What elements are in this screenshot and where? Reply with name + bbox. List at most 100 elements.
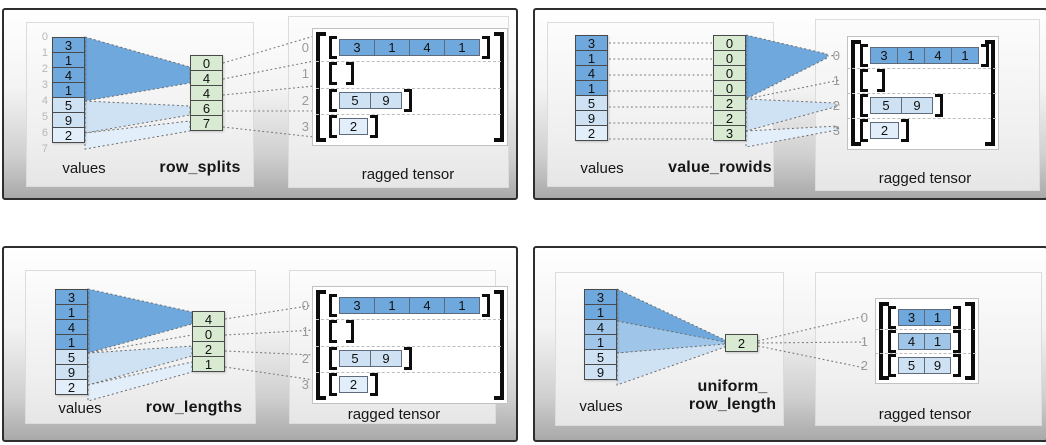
connector-overlay: [84, 35, 315, 150]
tensor-row-index: 3: [301, 118, 309, 134]
encoding-cell: 0: [713, 50, 746, 66]
method-label: row_splits: [159, 159, 241, 176]
encoding-cell: 3: [713, 125, 746, 141]
tensor-cell: 2: [339, 117, 368, 135]
value-index-label: 5: [41, 111, 48, 123]
encoding-cell: 2: [725, 334, 758, 352]
row-close-bracket-icon: [346, 62, 354, 86]
tensor-cell: 1: [897, 47, 925, 64]
tensor-row: 1: [302, 61, 501, 86]
outer-open-bracket-icon: [316, 290, 326, 400]
encoding-cell: 0: [190, 55, 223, 71]
tensor-row-index: 1: [301, 66, 309, 82]
values-label: values: [62, 160, 106, 177]
values-label: values: [58, 400, 102, 417]
values-label: values: [580, 160, 624, 177]
value-cell: 4: [575, 65, 608, 81]
connector-overlay: [616, 288, 866, 386]
row-open-bracket-icon: [329, 320, 337, 344]
value-index-label: 1: [41, 47, 48, 59]
row-close-bracket-icon: [877, 69, 885, 92]
tensor-row-index: 0: [860, 309, 868, 325]
value-cell: 9: [55, 364, 88, 380]
row-open-bracket-icon: [860, 69, 868, 92]
row-close-bracket-icon: [953, 329, 961, 353]
encoding-cell: 4: [190, 70, 223, 86]
tensor-row-index: 0: [301, 298, 309, 313]
row-close-bracket-icon: [370, 372, 378, 396]
empty-row-gap: [870, 72, 875, 89]
tensor-cell: 5: [898, 356, 925, 374]
value-cell: 1: [584, 334, 617, 350]
value-cell: 4: [52, 67, 85, 83]
row-open-bracket-icon: [888, 305, 896, 329]
tensor-row-index: 1: [301, 324, 309, 340]
encoding-column: 2: [725, 334, 758, 352]
value-cell: 1: [575, 80, 608, 96]
value-cell: 1: [55, 304, 88, 320]
method-label: value_rowids: [668, 159, 772, 176]
outer-open-bracket-icon: [879, 302, 889, 380]
value-cell: 3: [55, 289, 88, 305]
ragged-tensor-label: ragged tensor: [878, 406, 972, 423]
tensor-cell: 5: [870, 97, 902, 114]
value-cell: 1: [584, 304, 617, 320]
encoding-cell: 2: [192, 341, 225, 357]
ragged-tensor-label: ragged tensor: [347, 406, 441, 423]
tensor-row: 1: [833, 68, 996, 93]
value-index-label: 3: [41, 79, 48, 91]
encoding-cell: 0: [713, 35, 746, 51]
tensor-row-index: 1: [860, 333, 868, 349]
value-index-label: 6: [41, 127, 48, 139]
encoding-cell: 6: [190, 100, 223, 116]
tensor-row-index: 2: [301, 350, 309, 366]
value-cell: 9: [52, 112, 85, 128]
tensor-cell: 1: [924, 332, 951, 350]
tensor-cell: 1: [374, 39, 410, 56]
value-cell: 2: [52, 127, 85, 143]
row-close-bracket-icon: [935, 94, 943, 117]
tensor-cell: 4: [409, 39, 445, 56]
value-index-label: 7: [41, 143, 48, 155]
row-open-bracket-icon: [329, 88, 337, 112]
row-open-bracket-icon: [329, 294, 337, 317]
connector-overlay: [87, 288, 315, 402]
method-label: row_lengths: [145, 399, 243, 416]
value-cell: 4: [55, 319, 88, 335]
outer-close-bracket-icon: [965, 302, 975, 380]
tensor-cell: 3: [898, 308, 925, 326]
value-cell: 1: [52, 52, 85, 68]
encoding-cell: 4: [192, 311, 225, 327]
tensor-row-index: 3: [832, 123, 840, 138]
row-close-bracket-icon: [346, 320, 354, 344]
row-close-bracket-icon: [482, 36, 490, 59]
row-close-bracket-icon: [482, 294, 490, 317]
ragged-tensor-label: ragged tensor: [878, 170, 972, 187]
row-open-bracket-icon: [329, 62, 337, 86]
outer-close-bracket-icon: [494, 290, 504, 400]
tensor-cell: 9: [924, 356, 951, 374]
value-cell: 3: [52, 37, 85, 53]
value-cell: 1: [55, 334, 88, 350]
outer-open-bracket-icon: [316, 32, 326, 142]
value-cell: 5: [575, 95, 608, 111]
value-cell: 1: [575, 50, 608, 66]
value-cell: 5: [55, 349, 88, 365]
ragged-tensor-label: ragged tensor: [361, 166, 455, 183]
tensor-cell: 9: [370, 91, 402, 109]
encoding-cell: 7: [190, 115, 223, 131]
value-cell: 2: [55, 379, 88, 395]
